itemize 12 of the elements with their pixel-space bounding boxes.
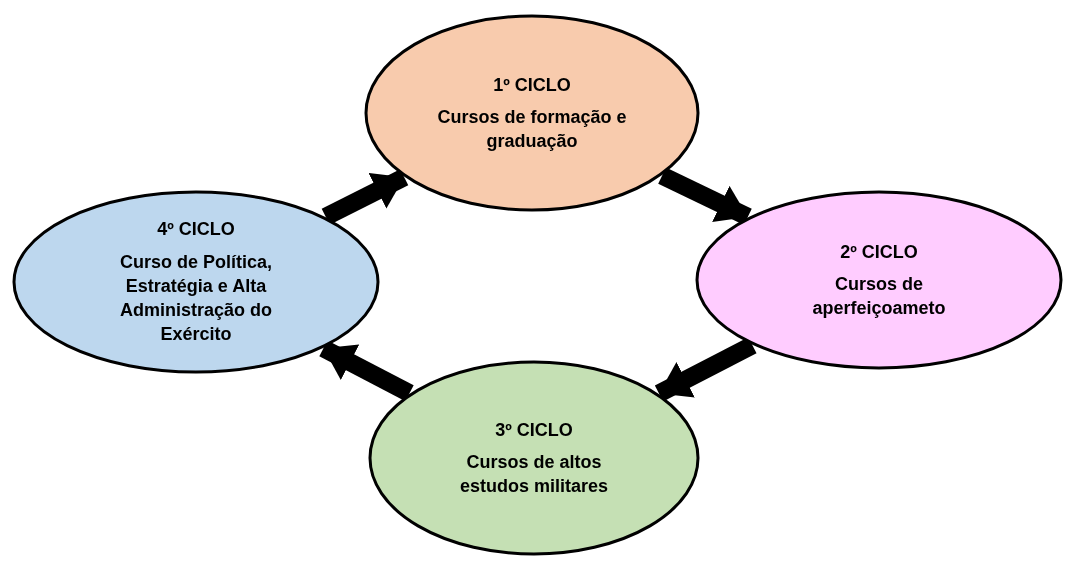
cycle-description: Cursos de aperfeiçoameto bbox=[811, 272, 947, 321]
cycle-title: 4º CICLO bbox=[157, 218, 235, 242]
block-arrow bbox=[319, 340, 414, 402]
block-arrow bbox=[654, 337, 757, 402]
block-arrow bbox=[321, 169, 409, 225]
cycle-title: 2º CICLO bbox=[840, 240, 918, 264]
block-arrow bbox=[658, 167, 752, 225]
cycle-description: Cursos de altos estudos militares bbox=[458, 450, 610, 499]
cycle-description: Cursos de formação e graduação bbox=[437, 105, 627, 154]
cycle-title: 1º CICLO bbox=[493, 73, 571, 97]
cycle-title: 3º CICLO bbox=[495, 418, 573, 442]
cycle-description: Curso de Política, Estratégia e Alta Administração do Exército bbox=[118, 250, 273, 347]
